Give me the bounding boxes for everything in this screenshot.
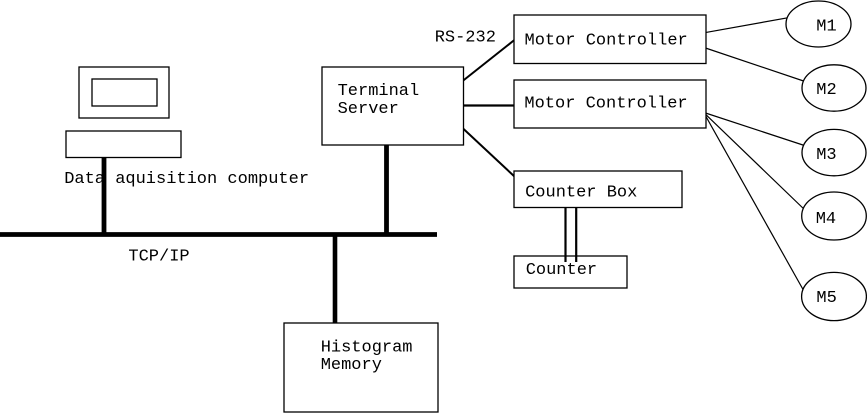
svg-text:Counter Box: Counter Box [525,183,637,202]
svg-text:Motor Controller: Motor Controller [525,31,688,50]
svg-text:M5: M5 [816,289,836,308]
svg-text:M2: M2 [816,81,836,100]
svg-text:Server: Server [338,100,399,119]
svg-text:Terminal: Terminal [338,82,420,101]
svg-text:Memory: Memory [321,356,382,375]
svg-text:Histogram: Histogram [321,338,413,357]
svg-text:RS-232: RS-232 [435,29,496,48]
svg-text:Motor Controller: Motor Controller [524,94,687,113]
svg-text:TCP/IP: TCP/IP [128,247,189,266]
svg-text:Counter: Counter [526,261,597,280]
svg-text:M1: M1 [816,18,836,37]
svg-text:Data aquisition computer: Data aquisition computer [64,170,309,189]
svg-text:M3: M3 [816,146,836,165]
svg-text:M4: M4 [816,210,836,229]
